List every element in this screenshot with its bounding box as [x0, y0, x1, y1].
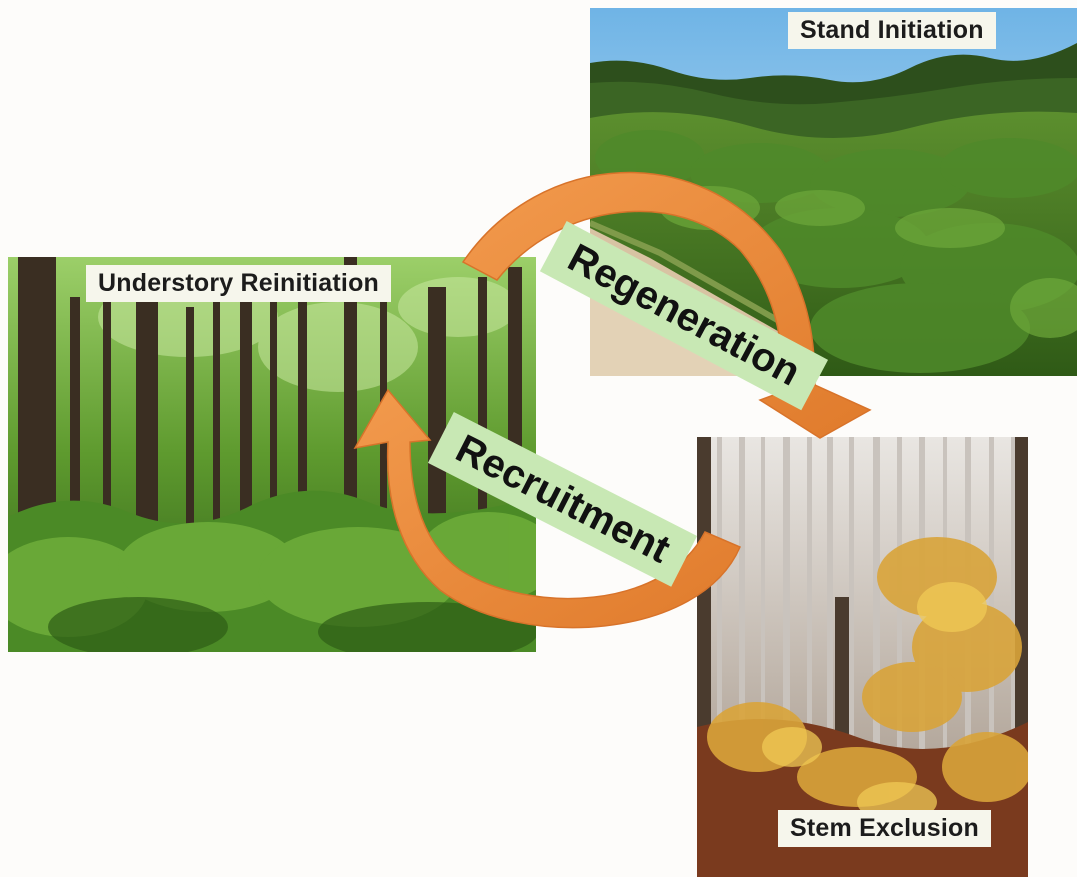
understory-reinitiation-label: Understory Reinitiation	[86, 265, 392, 302]
regeneration-arrow	[461, 171, 872, 439]
stand-initiation-label: Stand Initiation	[788, 12, 996, 49]
stem-exclusion-label: Stem Exclusion	[778, 810, 991, 847]
recruitment-arrow	[353, 388, 741, 629]
